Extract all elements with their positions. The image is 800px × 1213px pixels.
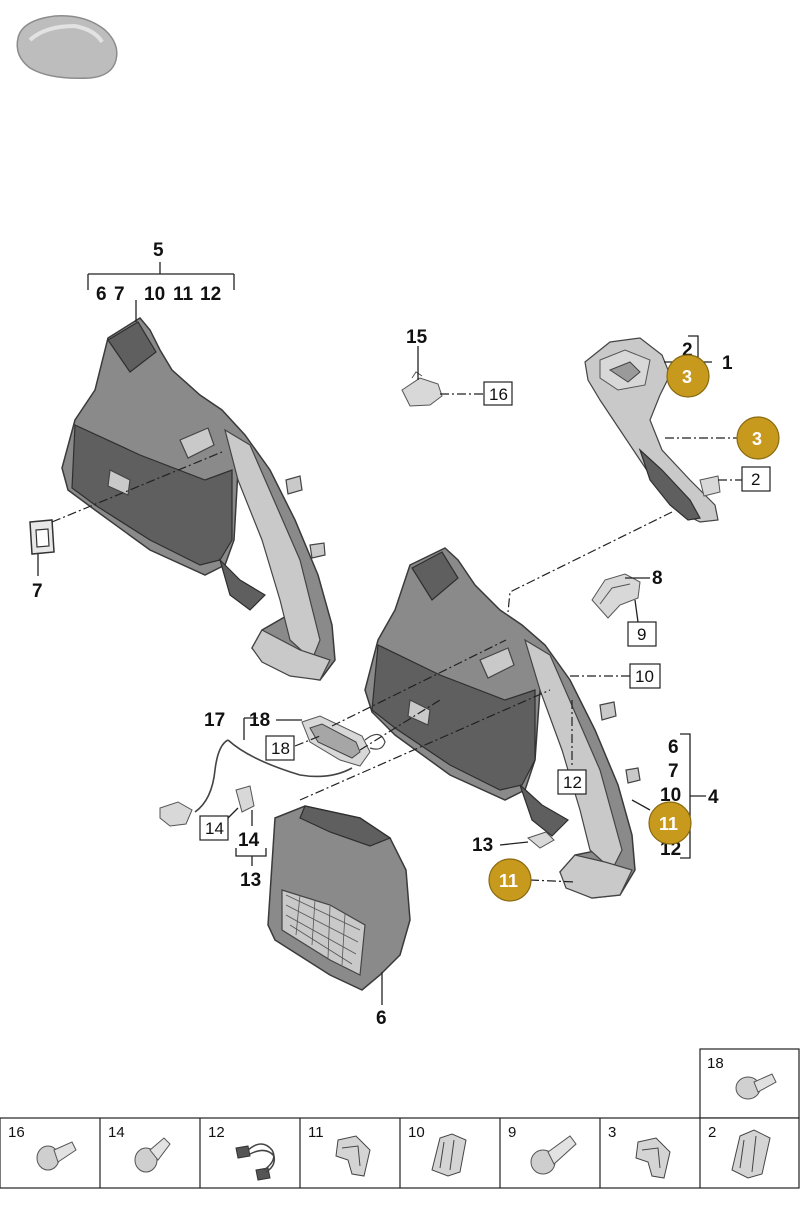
callout-11-top: 11 <box>173 284 194 305</box>
callout-6-top: 6 <box>96 284 107 305</box>
part-8-bracket <box>591 573 641 619</box>
clip-icon <box>431 1133 467 1177</box>
callout-7-right: 7 <box>668 761 679 782</box>
callout-10-right: 10 <box>660 785 681 806</box>
legend-label-12: 12 <box>208 1124 225 1141</box>
callout-1: 1 <box>722 353 733 374</box>
boxed-callout-10: 10 <box>635 667 654 686</box>
legend-label-16: 16 <box>8 1124 25 1141</box>
callout-labels: 5 6 7 10 11 12 15 16 2 1 2 7 8 9 10 17 1… <box>32 240 771 1029</box>
callout-7-top: 7 <box>114 284 125 305</box>
car-thumbnail-icon <box>16 15 118 80</box>
part-15-bracket <box>401 371 443 407</box>
boxed-callout-2: 2 <box>751 470 760 489</box>
boxed-callout-16: 16 <box>489 385 508 404</box>
badge-11-right: 11 <box>648 801 692 845</box>
svg-text:3: 3 <box>682 367 692 387</box>
part-1-upper-trim-cover <box>584 337 721 523</box>
part-14-wire-harness <box>159 739 353 827</box>
callout-13-left: 13 <box>240 870 261 891</box>
part-7-frame <box>29 519 55 555</box>
svg-text:3: 3 <box>752 429 762 449</box>
wire-harness-icon <box>235 1143 276 1181</box>
right-side-trim-panel <box>364 547 641 899</box>
boxed-callout-9: 9 <box>637 625 646 644</box>
legend-label-18: 18 <box>707 1055 724 1072</box>
legend-label-11: 11 <box>308 1124 324 1141</box>
badge-3-lower: 3 <box>736 416 780 460</box>
callout-5: 5 <box>153 240 164 261</box>
legend-label-14: 14 <box>108 1124 125 1141</box>
callout-12-top: 12 <box>200 284 221 305</box>
fastener-legend: 18 16 14 12 11 10 9 3 2 <box>0 1048 800 1189</box>
screw-icon <box>530 1135 577 1175</box>
callout-14: 14 <box>238 830 260 851</box>
boxed-callout-14: 14 <box>205 819 224 838</box>
clip-icon <box>335 1135 371 1177</box>
part-6-storage-compartment <box>267 805 411 991</box>
callout-12-right: 12 <box>660 839 681 860</box>
callout-6-bottom: 6 <box>376 1008 387 1029</box>
callout-10-top: 10 <box>144 284 165 305</box>
legend-label-10: 10 <box>408 1124 425 1141</box>
boxed-callout-12: 12 <box>563 773 582 792</box>
part-13-switch <box>526 831 555 849</box>
svg-text:11: 11 <box>659 814 678 834</box>
screw-icon <box>735 1073 777 1100</box>
callout-13-right: 13 <box>472 835 493 856</box>
callout-8: 8 <box>652 568 663 589</box>
screw-icon <box>36 1141 77 1171</box>
badges: 3 3 11 11 <box>488 354 780 902</box>
badge-11-lower: 11 <box>488 858 532 902</box>
part-18-light-unit <box>301 715 386 767</box>
badge-3-upper: 3 <box>666 354 710 398</box>
screw-icon <box>134 1137 171 1173</box>
boxed-callout-18: 18 <box>271 739 290 758</box>
left-side-trim-panel <box>61 317 336 681</box>
legend-label-2: 2 <box>708 1124 716 1141</box>
callout-17: 17 <box>204 710 225 731</box>
callout-15: 15 <box>406 327 428 348</box>
callout-7-left: 7 <box>32 581 43 602</box>
callout-18: 18 <box>249 710 270 731</box>
legend-label-3: 3 <box>608 1124 616 1141</box>
clip-icon <box>731 1129 771 1179</box>
callout-6-right: 6 <box>668 737 679 758</box>
clip-icon <box>635 1137 671 1179</box>
callout-4: 4 <box>708 787 719 808</box>
svg-text:11: 11 <box>499 871 518 891</box>
legend-label-9: 9 <box>508 1124 516 1141</box>
callout-2-top: 2 <box>682 340 693 361</box>
leader-lines <box>37 262 742 1005</box>
